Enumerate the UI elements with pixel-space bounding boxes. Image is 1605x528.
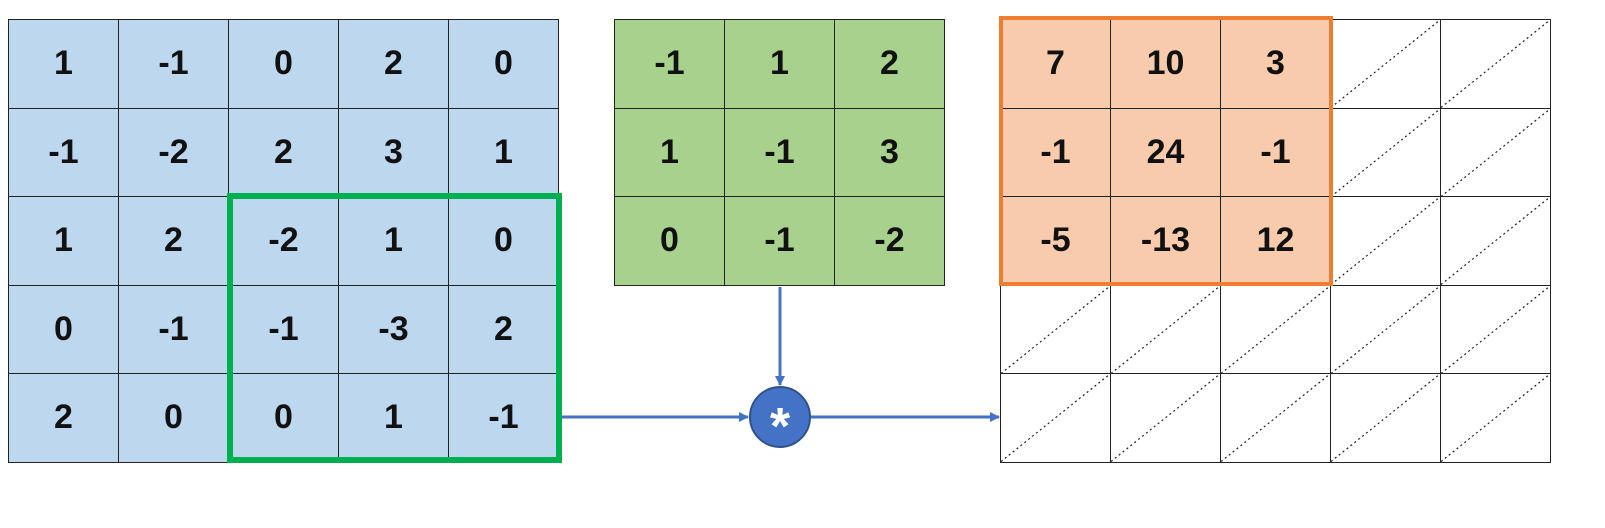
empty-cell-diagonal — [1111, 374, 1220, 462]
empty-cell-diagonal — [1221, 374, 1330, 462]
output-cell-r4-c5 — [1441, 285, 1551, 374]
input-cell-r3-c2: 2 — [119, 197, 229, 286]
empty-cell-diagonal — [1221, 286, 1330, 374]
kernel-cell-r2-c3: 3 — [835, 108, 945, 197]
input-cell-r1-c4: 2 — [339, 20, 449, 109]
input-cell-r3-c4: 1 — [339, 197, 449, 286]
input-cell-r4-c2: -1 — [119, 285, 229, 374]
input-cell-r2-c1: -1 — [9, 108, 119, 197]
output-cell-r1-c3: 3 — [1221, 20, 1331, 109]
input-cell-r1-c3: 0 — [229, 20, 339, 109]
input-cell-r5-c3: 0 — [229, 374, 339, 463]
output-cell-r2-c2: 24 — [1111, 108, 1221, 197]
kernel-cell-r2-c2: -1 — [725, 108, 835, 197]
kernel-cell-r3-c2: -1 — [725, 197, 835, 286]
empty-cell-diagonal — [1111, 286, 1220, 374]
empty-cell-diagonal — [1331, 374, 1440, 462]
output-cell-r2-c3: -1 — [1221, 108, 1331, 197]
kernel-cell-r2-c1: 1 — [615, 108, 725, 197]
empty-cell-diagonal — [1001, 286, 1110, 374]
input-cell-r1-c5: 0 — [449, 20, 559, 109]
output-cell-r4-c4 — [1331, 285, 1441, 374]
empty-cell-diagonal — [1441, 374, 1550, 462]
kernel-cell-r1-c3: 2 — [835, 20, 945, 109]
empty-cell-diagonal — [1331, 109, 1440, 197]
convolution-operator-icon: * — [749, 386, 811, 456]
output-cell-r1-c1: 7 — [1001, 20, 1111, 109]
kernel-cell-r1-c1: -1 — [615, 20, 725, 109]
empty-cell-diagonal — [1441, 286, 1550, 374]
output-cell-r3-c2: -13 — [1111, 197, 1221, 286]
output-cell-r3-c3: 12 — [1221, 197, 1331, 286]
output-cell-r1-c4 — [1331, 20, 1441, 109]
output-cell-r4-c3 — [1221, 285, 1331, 374]
empty-cell-diagonal — [1441, 109, 1550, 197]
input-cell-r5-c2: 0 — [119, 374, 229, 463]
input-cell-r1-c2: -1 — [119, 20, 229, 109]
empty-cell-diagonal — [1001, 374, 1110, 462]
input-cell-r4-c5: 2 — [449, 285, 559, 374]
output-cell-r5-c3 — [1221, 374, 1331, 463]
input-cell-r4-c1: 0 — [9, 285, 119, 374]
empty-cell-diagonal — [1441, 20, 1550, 108]
output-cell-r1-c5 — [1441, 20, 1551, 109]
kernel-cell-r3-c3: -2 — [835, 197, 945, 286]
output-cell-r5-c5 — [1441, 374, 1551, 463]
input-cell-r3-c3: -2 — [229, 197, 339, 286]
input-cell-r3-c5: 0 — [449, 197, 559, 286]
output-cell-r5-c4 — [1331, 374, 1441, 463]
kernel-cell-r1-c2: 1 — [725, 20, 835, 109]
input-cell-r1-c1: 1 — [9, 20, 119, 109]
input-cell-r3-c1: 1 — [9, 197, 119, 286]
output-cell-r2-c1: -1 — [1001, 108, 1111, 197]
operator-symbol: * — [769, 398, 791, 456]
input-cell-r2-c3: 2 — [229, 108, 339, 197]
empty-cell-diagonal — [1331, 286, 1440, 374]
output-cell-r3-c4 — [1331, 197, 1441, 286]
input-cell-r5-c4: 1 — [339, 374, 449, 463]
output-cell-r2-c5 — [1441, 108, 1551, 197]
input-cell-r4-c4: -3 — [339, 285, 449, 374]
output-cell-r4-c2 — [1111, 285, 1221, 374]
output-cell-r1-c2: 10 — [1111, 20, 1221, 109]
input-cell-r4-c3: -1 — [229, 285, 339, 374]
kernel-cell-r3-c1: 0 — [615, 197, 725, 286]
output-cell-r2-c4 — [1331, 108, 1441, 197]
output-cell-r5-c1 — [1001, 374, 1111, 463]
input-cell-r5-c5: -1 — [449, 374, 559, 463]
output-cell-r5-c2 — [1111, 374, 1221, 463]
input-cell-r5-c1: 2 — [9, 374, 119, 463]
empty-cell-diagonal — [1441, 197, 1550, 285]
output-cell-r3-c5 — [1441, 197, 1551, 286]
empty-cell-diagonal — [1331, 20, 1440, 108]
output-cell-r4-c1 — [1001, 285, 1111, 374]
input-cell-r2-c4: 3 — [339, 108, 449, 197]
input-cell-r2-c2: -2 — [119, 108, 229, 197]
empty-cell-diagonal — [1331, 197, 1440, 285]
